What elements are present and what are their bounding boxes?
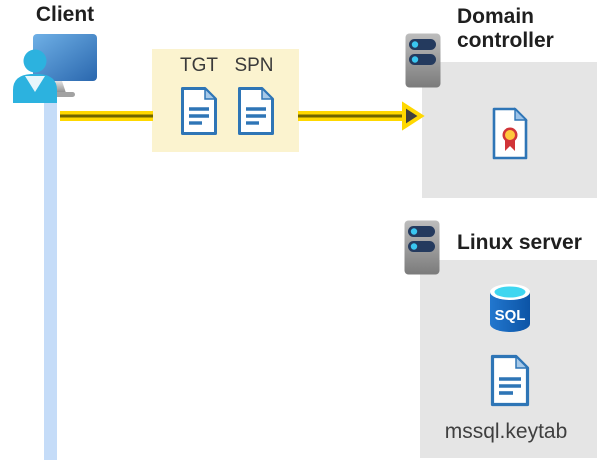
keytab-document-icon [490, 354, 530, 407]
client-label: Client [35, 3, 95, 26]
client-vertical-line [44, 94, 57, 460]
sql-badge-text: SQL [495, 307, 526, 324]
ticket-highlight-box [152, 49, 299, 152]
tgt-document-icon [181, 86, 218, 135]
linux-server-label: Linux server [457, 231, 582, 254]
client-user-workstation-icon [13, 34, 97, 103]
person-icon [13, 49, 57, 103]
arrowhead-icon [402, 101, 425, 131]
certificate-icon [492, 107, 528, 160]
domain-controller-server-icon [405, 33, 441, 88]
domain-controller-label: Domain controller [457, 5, 554, 52]
spn-document-icon [238, 86, 275, 135]
sql-database-icon: SQL [490, 284, 530, 332]
linux-server-icon [404, 220, 440, 275]
keytab-filename-label: mssql.keytab [444, 420, 568, 443]
tgt-label: TGT [180, 55, 218, 76]
spn-label: SPN [234, 55, 274, 76]
